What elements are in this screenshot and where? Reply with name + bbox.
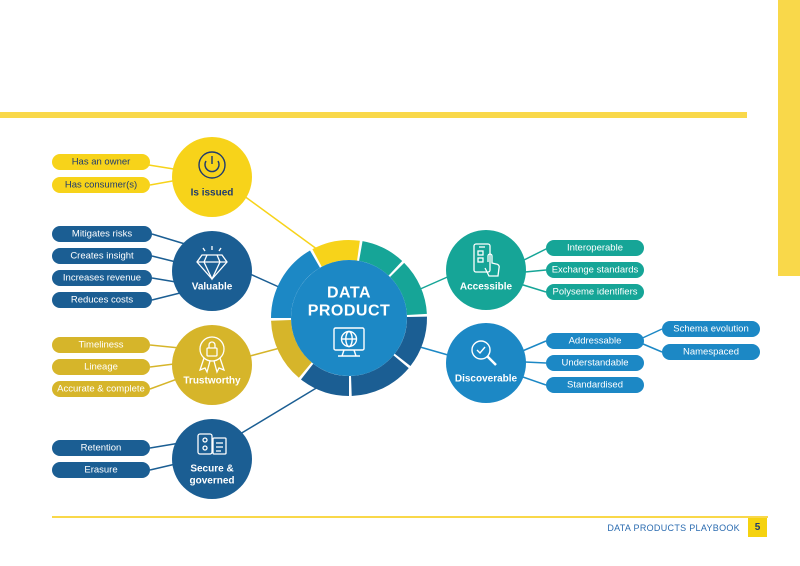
pill-label: Polyseme identifiers bbox=[552, 287, 637, 298]
connector-is-issued bbox=[239, 192, 326, 256]
phone-touch-icon bbox=[473, 243, 500, 277]
pill-background bbox=[662, 321, 760, 337]
pill-background bbox=[662, 344, 760, 360]
pill-background bbox=[52, 292, 152, 308]
hub-ring bbox=[271, 240, 427, 396]
hub-ring-segment bbox=[350, 354, 409, 396]
category-discoverable: Discoverable bbox=[446, 323, 526, 403]
pill-background bbox=[546, 355, 644, 371]
connector-accessible bbox=[417, 274, 453, 291]
pill-background bbox=[546, 333, 644, 349]
pill-label: Understandable bbox=[561, 358, 628, 369]
category-label: Discoverable bbox=[455, 374, 518, 385]
category-label: Is issued bbox=[191, 188, 234, 199]
pill-background bbox=[52, 226, 152, 242]
pill-background bbox=[546, 240, 644, 256]
category-label-line2: governed bbox=[189, 476, 234, 487]
pill-background bbox=[52, 440, 150, 456]
diamond-icon bbox=[196, 246, 228, 281]
pill-background bbox=[52, 270, 152, 286]
connector-discoverable bbox=[419, 346, 449, 356]
page-number: 5 bbox=[748, 518, 767, 537]
monitor-globe-icon bbox=[333, 327, 365, 357]
hub-center bbox=[291, 260, 407, 376]
pill-background bbox=[52, 337, 150, 353]
category-label: Valuable bbox=[192, 282, 233, 293]
bottom-divider bbox=[52, 516, 768, 518]
pill-label: Timeliness bbox=[78, 340, 123, 351]
category-valuable: Valuable bbox=[172, 231, 252, 311]
pill-label: Retention bbox=[81, 443, 122, 454]
magnifier-icon bbox=[471, 340, 497, 366]
hub-ring-segment bbox=[300, 363, 350, 396]
footer-title: DATA PRODUCTS PLAYBOOK bbox=[607, 523, 740, 533]
pill-label: Has consumer(s) bbox=[65, 180, 137, 191]
pill-label: Exchange standards bbox=[552, 265, 639, 276]
category-accessible: Accessible bbox=[446, 230, 526, 310]
pill-label: Accurate & complete bbox=[57, 384, 145, 395]
category-label: Trustworthy bbox=[183, 376, 241, 387]
pill-label: Has an owner bbox=[72, 157, 131, 168]
hub-ring-segment bbox=[358, 241, 403, 276]
pill-background bbox=[52, 381, 150, 397]
pill-background bbox=[546, 284, 644, 300]
pill-label: Addressable bbox=[569, 336, 622, 347]
pill-label: Lineage bbox=[84, 362, 118, 373]
hub-ring-segment bbox=[271, 319, 313, 378]
pill-background bbox=[52, 359, 150, 375]
award-lock-icon bbox=[198, 336, 226, 374]
pill-label: Erasure bbox=[84, 465, 117, 476]
top-divider bbox=[0, 112, 747, 118]
connector-secure bbox=[239, 386, 319, 435]
pill-label: Mitigates risks bbox=[72, 229, 132, 240]
pill-background bbox=[52, 154, 150, 170]
shield-document-icon bbox=[197, 433, 227, 455]
pill-label: Interoperable bbox=[567, 243, 623, 254]
category-label: Accessible bbox=[460, 282, 513, 293]
power-button-icon bbox=[198, 151, 226, 179]
pill-background bbox=[546, 262, 644, 278]
category-trustworthy: Trustworthy bbox=[172, 325, 252, 405]
hub-ring-segment bbox=[389, 262, 427, 316]
pill-label: Reduces costs bbox=[71, 295, 134, 306]
category-label-line1: Secure & bbox=[190, 464, 233, 475]
hub-ring-segment bbox=[312, 240, 360, 267]
pill-background bbox=[546, 377, 644, 393]
pill-label: Namespaced bbox=[683, 347, 739, 358]
hub-ring-segment bbox=[394, 316, 427, 367]
hub-title-line1: DATA bbox=[327, 285, 371, 302]
hub-ring-segment bbox=[271, 250, 321, 319]
pill-background bbox=[52, 248, 152, 264]
category-is-issued: Is issued bbox=[172, 137, 252, 217]
pill-background bbox=[52, 177, 150, 193]
pill-label: Creates insight bbox=[70, 251, 134, 262]
side-accent-bar bbox=[778, 0, 800, 276]
hub-title-line2: PRODUCT bbox=[308, 303, 391, 320]
pill-background bbox=[52, 462, 150, 478]
connector-trustworthy bbox=[249, 347, 281, 357]
pill-label: Increases revenue bbox=[63, 273, 141, 284]
pill-label: Schema evolution bbox=[673, 324, 749, 335]
pill-label: Standardised bbox=[567, 380, 623, 391]
category-secure: Secure & governed bbox=[172, 419, 252, 499]
